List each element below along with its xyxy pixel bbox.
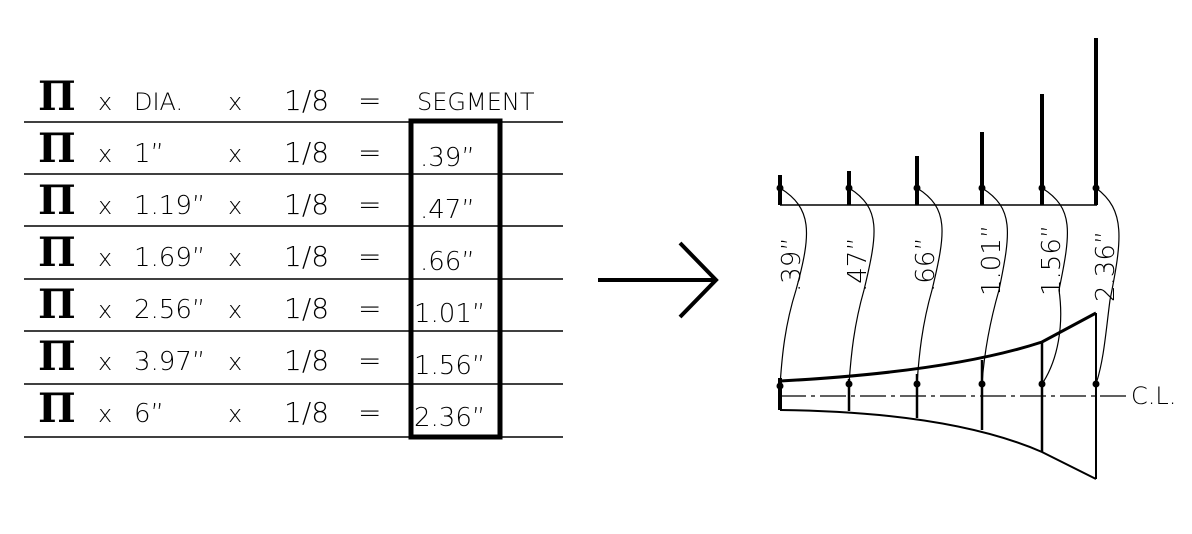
table-header-row: Π x DIA. x 1/8 = SEGMENT — [38, 73, 535, 120]
equals-sign: = — [358, 188, 381, 221]
times-sign: x — [98, 296, 112, 324]
equals-sign: = — [358, 344, 381, 377]
equals-sign: = — [358, 240, 381, 273]
table-row: Π x 1.69” x 1/8 = .66” — [38, 229, 475, 277]
diameter-value: 1” — [134, 139, 164, 169]
centerline-dots — [776, 380, 1100, 390]
times-sign: x — [228, 140, 242, 168]
fraction-value: 1/8 — [284, 344, 329, 377]
times-sign: x — [98, 192, 112, 220]
segment-value: .39” — [420, 143, 475, 173]
times-sign: x — [228, 296, 242, 324]
table-row: Π x 3.97” x 1/8 = 1.56” — [38, 333, 485, 381]
segment-dimension-label: 1.01” — [977, 225, 1007, 296]
table-row: Π x 2.56” x 1/8 = 1.01” — [38, 281, 485, 329]
times-sign: x — [98, 348, 112, 376]
times-sign: x — [228, 400, 242, 428]
segment-column-highlight-box — [408, 118, 503, 440]
fraction-header: 1/8 — [284, 84, 329, 117]
dimension-arc — [916, 187, 943, 385]
times-sign: x — [98, 88, 112, 116]
times-sign: x — [98, 400, 112, 428]
table-row: Π x 6” x 1/8 = 2.36” — [38, 385, 485, 433]
diameter-value: 1.19” — [134, 191, 205, 221]
fraction-value: 1/8 — [284, 240, 329, 273]
diameter-value: 6” — [134, 399, 164, 429]
top-baseline — [778, 38, 1098, 206]
times-sign: x — [228, 192, 242, 220]
segment-value: 2.36” — [414, 403, 485, 433]
pi-symbol: Π — [38, 281, 76, 328]
diameter-value: 1.69” — [134, 243, 205, 273]
top-dots — [776, 184, 1100, 192]
equals-sign: = — [358, 396, 381, 429]
dimension-arcs — [779, 187, 1120, 387]
pi-symbol: Π — [38, 229, 76, 276]
times-sign: x — [228, 88, 242, 116]
segment-value: 1.01” — [414, 299, 485, 329]
pi-symbol: Π — [38, 177, 76, 224]
equals-sign: = — [358, 84, 381, 117]
segment-dimension-label: .66” — [911, 237, 941, 292]
diameter-value: 3.97” — [134, 347, 205, 377]
segment-labels: .39” .47” .66” 1.01” 1.56” 2.36” — [777, 225, 1121, 302]
segment-dimension-label: 2.36” — [1091, 231, 1121, 302]
dimension-arc — [848, 187, 875, 385]
segment-value: .47” — [420, 195, 475, 225]
times-sign: x — [228, 348, 242, 376]
pi-symbol: Π — [38, 333, 76, 380]
dimension-arc — [1041, 187, 1069, 385]
segment-header: SEGMENT — [417, 88, 535, 116]
dimension-arc — [981, 187, 1009, 385]
fraction-value: 1/8 — [284, 292, 329, 325]
table-row: Π x 1” x 1/8 = .39” — [38, 125, 475, 173]
diameter-header: DIA. — [134, 88, 183, 116]
segment-dimension-label: .47” — [843, 237, 873, 292]
segment-table: Π x DIA. x 1/8 = SEGMENT Π x 1” x 1/8 = … — [24, 73, 563, 440]
duct-outline — [778, 311, 1097, 480]
duct-lower-edge — [779, 409, 1097, 480]
dimension-arc — [779, 187, 808, 387]
fraction-value: 1/8 — [284, 188, 329, 221]
segment-value: 1.56” — [414, 351, 485, 381]
times-sign: x — [98, 244, 112, 272]
segment-layout-diagram: C.L. .39” .47” .66” 1.01” 1.56” 2.36” — [776, 38, 1176, 480]
right-arrow-icon — [598, 241, 719, 319]
dimension-arc — [1095, 187, 1120, 385]
pi-symbol: Π — [38, 125, 76, 172]
table-row: Π x 1.19” x 1/8 = .47” — [38, 177, 475, 225]
pi-symbol: Π — [38, 385, 76, 432]
segment-dimension-label: 1.56” — [1037, 225, 1067, 296]
segment-value: .66” — [420, 247, 475, 277]
equals-sign: = — [358, 136, 381, 169]
equals-sign: = — [358, 292, 381, 325]
fraction-value: 1/8 — [284, 136, 329, 169]
times-sign: x — [98, 140, 112, 168]
fraction-value: 1/8 — [284, 396, 329, 429]
duct-upper-edge — [779, 311, 1097, 383]
diameter-value: 2.56” — [134, 295, 205, 325]
centerline-label: C.L. — [1131, 382, 1176, 410]
table-rules — [24, 121, 563, 438]
segment-dimension-label: .39” — [777, 237, 807, 292]
pi-symbol: Π — [38, 73, 76, 120]
times-sign: x — [228, 244, 242, 272]
